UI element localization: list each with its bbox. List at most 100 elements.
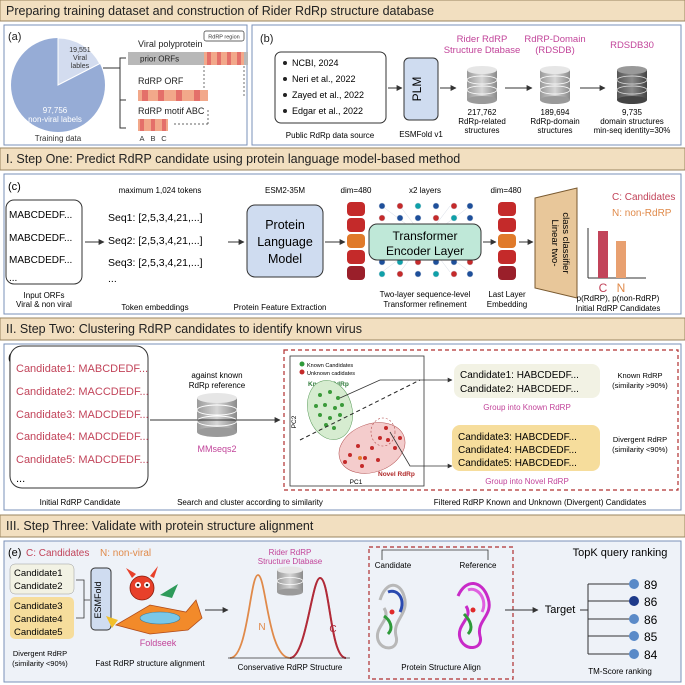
novel-candidate: Candidate5: HABCDEDF...: [458, 458, 577, 469]
panel-e-label: (e): [8, 547, 21, 559]
plm-block: [246, 204, 324, 278]
db2-title-2: (RDSDB): [535, 45, 575, 56]
foldseek-mascot-icon: [106, 566, 203, 635]
motif-label: RdRP motif ABC: [138, 106, 205, 116]
motif-c: C: [161, 134, 167, 143]
known-sim-1: Known RdRP: [617, 371, 662, 380]
panel-b-label: (b): [260, 33, 273, 45]
db1-desc-1: RdRp-related: [458, 117, 506, 126]
legend-nonviral: N: non-viral: [100, 548, 151, 559]
e-bracket: [76, 579, 90, 619]
orf-seq: ...: [9, 273, 17, 284]
candidate-struct-label: Candidate: [375, 561, 412, 570]
known-candidate-box: [9, 563, 75, 595]
e-candidate: Candidate4: [14, 614, 63, 625]
structure-align-frame: [368, 546, 514, 680]
classifier-2: class classifier: [560, 212, 571, 273]
panel-e-frame: [3, 540, 682, 683]
db2-count: 189,694: [541, 108, 570, 117]
layers-label: x2 layers: [409, 186, 441, 195]
bar-n: [616, 241, 626, 278]
db3-desc-2: min-seq identity=30%: [594, 126, 671, 135]
data-source-list: NCBI, 2024 Neri et al., 2022 Zayed et al…: [283, 58, 364, 116]
peak-n-label: N: [258, 622, 265, 633]
token-seq: Seq3: [2,5,3,4,21,...]: [108, 257, 203, 269]
tm-score-caption: TM-Score ranking: [588, 667, 652, 676]
clustering-dashed-frame: [283, 349, 679, 491]
score-value: 89: [644, 578, 658, 592]
esmfold-caption: ESMFold v1: [399, 130, 443, 139]
rdrp-region-stripes: [207, 52, 241, 65]
step3-header: [0, 514, 685, 538]
data-source-box: [274, 51, 387, 124]
against-2: RdRp reference: [189, 381, 246, 390]
known-sim-2: (similarity >90%): [612, 381, 668, 390]
against-1: against known: [191, 371, 242, 380]
highlight-point: [358, 456, 362, 460]
score-value: 84: [644, 648, 658, 662]
input-orfs-box: [5, 199, 83, 285]
last-layer-1: Last Layer: [488, 290, 526, 299]
filtered-caption: Filtered RdRP Known and Unknown (Diverge…: [434, 498, 646, 507]
db1-title-2: Structure Dtabase: [444, 45, 521, 56]
dim-1: dim=480: [341, 186, 372, 195]
model-name: ESM2-35M: [265, 186, 305, 195]
token-seq: ...: [108, 273, 117, 285]
training-data-caption: Training data: [35, 134, 82, 143]
db3-desc-1: domain structures: [600, 117, 664, 126]
ranking-tree: [580, 583, 630, 655]
prep-header-text: Preparing training dataset and construct…: [6, 4, 434, 18]
max-tokens: maximum 1,024 tokens: [119, 186, 202, 195]
motif-a: A: [139, 134, 144, 143]
orf-seq: MABCDEDF...: [9, 210, 72, 221]
transformer-caption-2: Transformer refinement: [383, 300, 467, 309]
token-seq: Seq1: [2,5,3,4,21,...]: [108, 212, 203, 224]
last-layer-2: Embedding: [487, 300, 527, 309]
novel-points: [343, 426, 402, 468]
legend-unknown: Unknown cadidates: [307, 371, 355, 377]
database-icon: [196, 393, 238, 437]
source-item: Neri et al., 2022: [292, 74, 356, 84]
viral-count: 19,551: [69, 47, 91, 54]
novel-subcluster: [370, 417, 396, 447]
candidate-seq: ...: [16, 473, 25, 485]
legend-n: N: non-RdRP: [612, 208, 672, 219]
candidate-structure: [375, 583, 407, 650]
legend-dot-unknown: [299, 369, 305, 375]
rdrp-region-bar: [204, 52, 244, 65]
legend-known: Known Candidates: [307, 363, 353, 369]
db2-desc-1: RdRp-domain: [530, 117, 579, 126]
db3-title: RDSDB30: [610, 40, 654, 51]
db1-desc-2: structures: [464, 126, 499, 135]
known-candidate: Candidate2: HABCDEDF...: [460, 384, 579, 395]
plm-block-1: Protein: [265, 218, 305, 232]
search-caption: Search and cluster according to similari…: [177, 498, 323, 507]
divergent-candidate-box: [10, 597, 74, 639]
pie-bracket: [103, 57, 126, 129]
initial-caption: Initial RdRP Candidates: [576, 304, 661, 313]
e-candidate: Candidate3: [14, 601, 63, 612]
distribution-curve-c: [289, 576, 347, 659]
candidate-seq: Candidate3: MADCDEDF...: [16, 409, 149, 421]
bar-n-label: N: [617, 281, 626, 295]
initial-candidates-box: [9, 345, 149, 489]
transformer-caption-1: Two-layer sequence-level: [380, 290, 471, 299]
e-candidate: Candidate1: [14, 568, 63, 579]
rider-db-title-2: Structure Dtabase: [258, 557, 323, 566]
known-candidate: Candidate1: HABCDEDF...: [460, 370, 579, 381]
viral-label-2: lables: [71, 63, 90, 70]
novel-sim-1: Divergent RdRP: [613, 435, 667, 444]
dim-2: dim=480: [491, 186, 522, 195]
conservative-caption: Conservative RdRP Structure: [238, 663, 343, 672]
bar-c: [598, 231, 608, 278]
motif-b: B: [150, 134, 155, 143]
database-icon: [466, 66, 498, 104]
token-seq: Seq2: [2,5,3,4,21,...]: [108, 235, 203, 247]
db3-count: 9,735: [622, 108, 643, 117]
score-ranking: 89 86 86 85 84: [629, 578, 658, 662]
divergent-label-1: Divergent RdRP: [13, 649, 67, 658]
orf-caption-1: Input ORFs: [24, 291, 65, 300]
initial-candidate-caption: Initial RdRP Candidate: [40, 498, 121, 507]
step2-header: [0, 317, 685, 341]
score-value: 86: [644, 613, 658, 627]
